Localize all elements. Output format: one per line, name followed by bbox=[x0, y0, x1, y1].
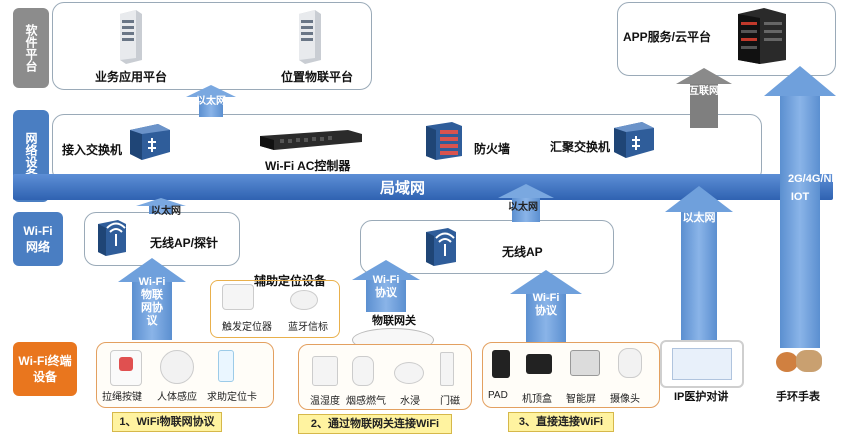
server-rack-icon bbox=[738, 8, 786, 64]
location-platform-label: 位置物联平台 bbox=[281, 70, 354, 84]
ethernet-arrow-ap bbox=[498, 184, 554, 222]
locator-card-device bbox=[218, 350, 234, 382]
wireless-ap-icon bbox=[98, 220, 126, 256]
band-wifi-label: Wi-Fi网络 bbox=[23, 224, 53, 254]
band-software-label: 软件平台 bbox=[24, 24, 38, 72]
band-terminal-label: Wi-Fi终端设备 bbox=[18, 354, 72, 384]
pull-cord-button-device bbox=[110, 350, 142, 386]
access-switch-label: 接入交换机 bbox=[62, 143, 123, 157]
bt-beacon-label: 蓝牙信标 bbox=[288, 322, 328, 333]
terminal-label: 摄像头 bbox=[610, 394, 640, 405]
bracelet-device bbox=[776, 348, 824, 374]
smoke-gas-device bbox=[352, 356, 374, 386]
tag-direct-wifi: 3、直接连接WiFi bbox=[508, 412, 614, 432]
firewall-label: 防火墙 bbox=[474, 142, 511, 156]
ethernet-label: 以太网 bbox=[196, 96, 226, 107]
set-top-box-device bbox=[526, 354, 552, 374]
door-sensor-device bbox=[440, 352, 454, 386]
terminal-label: 门磁 bbox=[440, 396, 460, 407]
ethernet-arrow-intercom: 以太网 bbox=[665, 186, 733, 344]
wifi-iot-protocol-arrow: Wi-Fi物联网协议 bbox=[118, 258, 186, 340]
band-software-platform: 软件平台 bbox=[13, 8, 49, 88]
internet-label: 互联网 bbox=[689, 86, 719, 97]
ap-probe-label: 无线AP/探针 bbox=[150, 236, 219, 250]
ethernet-label: 以太网 bbox=[151, 206, 181, 217]
cellular-arrow: 2G/4G/NB-IOT bbox=[764, 66, 843, 348]
app-cloud-label: APP服务/云平台 bbox=[623, 30, 712, 44]
wifi-protocol-label: Wi-Fi协议 bbox=[372, 274, 400, 299]
wifi-protocol-label: Wi-Fi协议 bbox=[532, 292, 560, 317]
wifi-iot-protocol-label: Wi-Fi物联网协议 bbox=[138, 276, 166, 327]
lan-label: 局域网 bbox=[380, 180, 426, 197]
aux-devices-title: 辅助定位设备 bbox=[254, 274, 327, 288]
terminal-label: 智能屏 bbox=[566, 394, 596, 405]
terminal-label: 人体感应 bbox=[157, 392, 197, 403]
camera-device bbox=[618, 348, 642, 378]
ethernet-arrow-ap-probe bbox=[136, 198, 186, 214]
ac-controller-label: Wi-Fi AC控制器 bbox=[265, 159, 351, 173]
smart-screen-device bbox=[570, 350, 600, 376]
terminal-label: 烟感燃气 bbox=[346, 396, 386, 407]
bracelet-label: 手环手表 bbox=[776, 391, 820, 403]
app-cloud-box bbox=[617, 2, 836, 76]
terminal-label: PAD bbox=[488, 390, 508, 401]
terminal-label: 拉绳按键 bbox=[102, 392, 142, 403]
server-icon bbox=[299, 10, 321, 64]
terminal-label: 温湿度 bbox=[310, 396, 340, 407]
ip-intercom-device bbox=[660, 340, 744, 388]
tag-wifi-iot-protocol: 1、WiFi物联网协议 bbox=[112, 412, 222, 432]
wireless-ap-icon bbox=[426, 228, 456, 266]
terminal-label: 求助定位卡 bbox=[207, 392, 257, 403]
server-icon bbox=[120, 10, 142, 64]
ap-label: 无线AP bbox=[502, 245, 543, 259]
band-network-label: 网络设备 bbox=[24, 132, 38, 180]
pad-device bbox=[492, 350, 510, 378]
terminal-label: 水浸 bbox=[400, 396, 420, 407]
trigger-locator-label: 触发定位器 bbox=[222, 322, 272, 333]
firewall-icon bbox=[426, 122, 462, 160]
terminal-label: 机顶盒 bbox=[522, 394, 552, 405]
bt-beacon-device bbox=[290, 290, 318, 310]
business-platform-label: 业务应用平台 bbox=[95, 70, 168, 84]
core-switch-label: 汇聚交换机 bbox=[550, 140, 611, 154]
cellular-label: 2G/4G/NB-IOT bbox=[788, 173, 843, 203]
ethernet-label: 以太网 bbox=[508, 202, 538, 213]
trigger-locator-device bbox=[222, 284, 254, 310]
wifi-protocol-arrow-gateway: Wi-Fi协议 bbox=[352, 260, 420, 312]
core-switch-icon bbox=[614, 122, 654, 158]
water-leak-device bbox=[394, 362, 424, 384]
ethernet-arrow-top: 以太网 bbox=[186, 85, 236, 117]
aux-devices-box bbox=[210, 280, 340, 338]
access-switch-icon bbox=[130, 124, 170, 160]
band-terminal-devices: Wi-Fi终端设备 bbox=[13, 342, 77, 396]
ip-intercom-label: IP医护对讲 bbox=[674, 391, 729, 403]
wifi-protocol-arrow-direct: Wi-Fi协议 bbox=[510, 270, 582, 342]
iot-gateway-label: 物联网关 bbox=[372, 315, 416, 327]
tag-via-iot-gateway: 2、通过物联网关连接WiFi bbox=[298, 414, 452, 434]
internet-arrow: 互联网 bbox=[676, 68, 732, 128]
ethernet-label: 以太网 bbox=[682, 212, 716, 224]
motion-sensor-device bbox=[160, 350, 194, 384]
temp-humidity-device bbox=[312, 356, 338, 386]
ac-controller-icon bbox=[260, 130, 362, 150]
band-wifi-network: Wi-Fi网络 bbox=[13, 212, 63, 266]
